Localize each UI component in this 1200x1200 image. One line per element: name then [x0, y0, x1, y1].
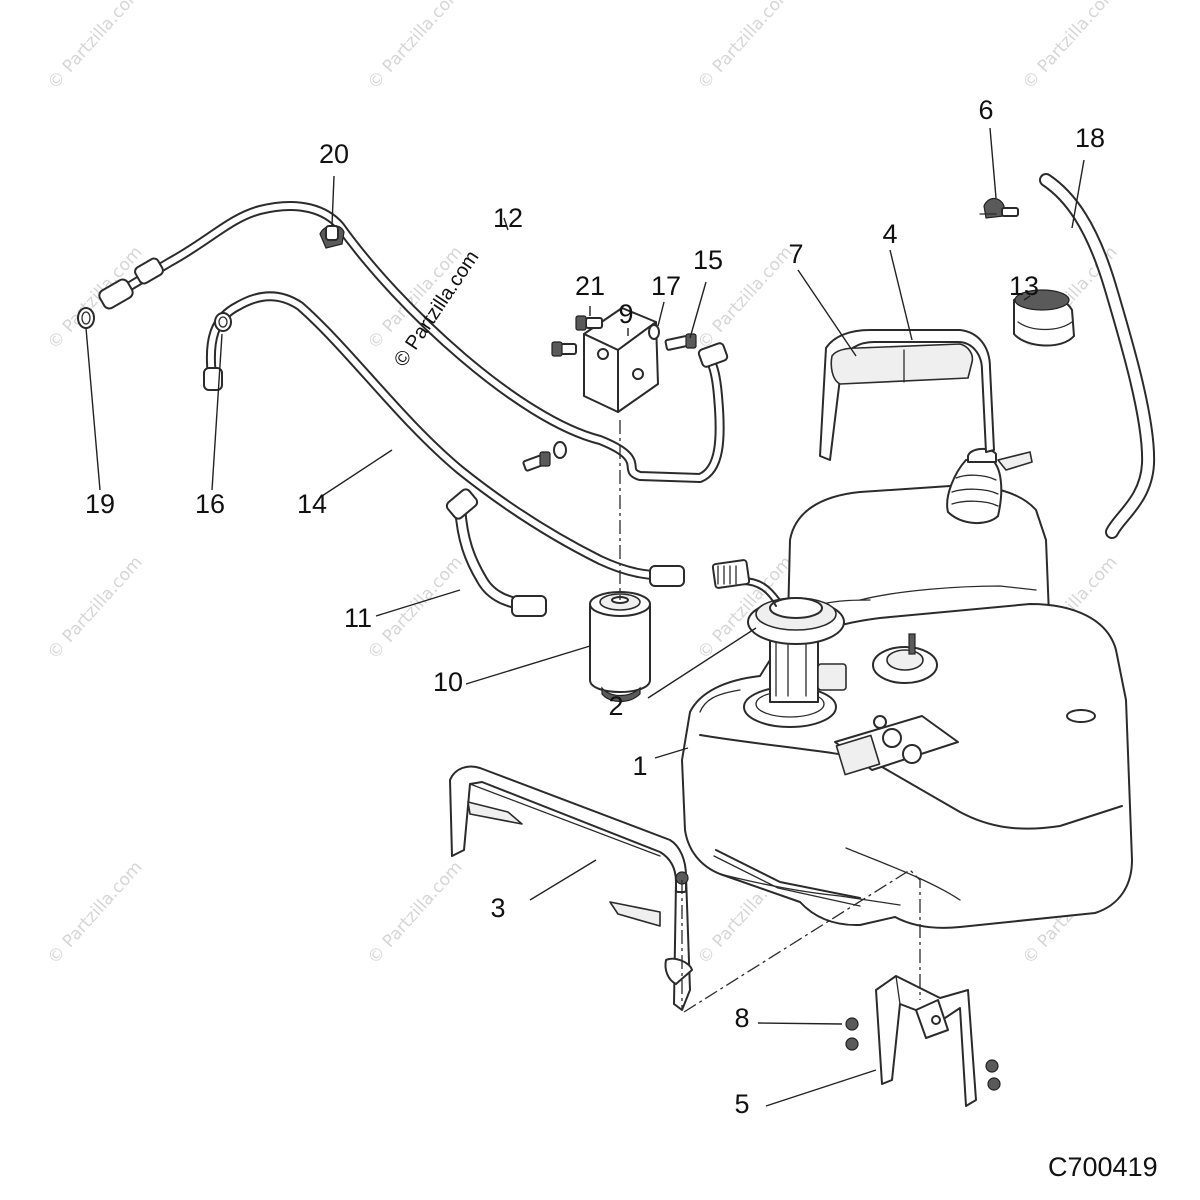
callout-12: 12 — [493, 203, 523, 233]
watermark-text: © Partzilla.com — [44, 857, 147, 968]
callout-2: 2 — [608, 691, 623, 721]
callout-9: 9 — [618, 299, 633, 329]
tank-strap-front[interactable] — [449, 765, 693, 1011]
clamp-20[interactable] — [319, 224, 345, 249]
strap-pad[interactable] — [830, 343, 974, 385]
watermark-text: © Partzilla.com — [44, 552, 147, 663]
fuel-cap[interactable] — [1013, 289, 1075, 347]
callout-21: 21 — [575, 271, 605, 301]
callout-3: 3 — [490, 893, 505, 923]
callout-1: 1 — [632, 751, 647, 781]
callout-6: 6 — [978, 95, 993, 125]
callout-16: 16 — [195, 489, 225, 519]
fuel-filter[interactable] — [589, 591, 651, 703]
watermark-text: © Partzilla.com — [364, 857, 467, 968]
watermark-text: © Partzilla.com — [364, 552, 467, 663]
callout-4: 4 — [882, 219, 897, 249]
callout-20: 20 — [319, 139, 349, 169]
callout-labels: 1 2 3 4 5 6 7 8 9 10 11 12 13 14 15 16 1… — [85, 95, 1105, 1119]
fuel-line-lower[interactable] — [203, 291, 685, 587]
callout-18: 18 — [1075, 123, 1105, 153]
callout-15: 15 — [693, 245, 723, 275]
callout-10: 10 — [433, 667, 463, 697]
mounting-bracket[interactable] — [875, 975, 977, 1107]
callout-leader-lines — [85, 127, 1085, 1107]
bolt-8[interactable] — [675, 871, 1001, 1091]
clamp-16[interactable] — [214, 312, 232, 332]
fuel-tank[interactable] — [681, 448, 1133, 929]
assembly-guide-lines — [619, 420, 921, 1013]
callout-19: 19 — [85, 489, 115, 519]
fuel-pump[interactable] — [711, 559, 847, 728]
vent-hose[interactable] — [1039, 173, 1156, 539]
watermark-text: © Partzilla.com — [44, 242, 147, 353]
bolt-15[interactable] — [664, 333, 697, 351]
vent-valve[interactable] — [979, 197, 1019, 219]
washer-17[interactable] — [553, 324, 660, 459]
callout-14: 14 — [297, 489, 327, 519]
filter-bracket[interactable] — [583, 307, 659, 413]
callout-17: 17 — [651, 271, 681, 301]
watermark-text: © Partzilla.com — [44, 0, 147, 93]
figure-code: C700419 — [1048, 1152, 1158, 1182]
callout-13: 13 — [1009, 271, 1039, 301]
bolt-21[interactable] — [522, 315, 603, 472]
fuel-line-upper[interactable] — [97, 201, 729, 483]
callout-11: 11 — [344, 603, 372, 633]
watermark-text: © Partzilla.com — [364, 0, 467, 93]
callout-8: 8 — [734, 1003, 749, 1033]
watermark-text: © Partzilla.com — [1019, 0, 1122, 93]
filter-line[interactable] — [445, 487, 547, 617]
watermark-text: © Partzilla.com — [694, 0, 797, 93]
callout-7: 7 — [788, 239, 803, 269]
callout-5: 5 — [734, 1089, 749, 1119]
clamp-19[interactable] — [77, 307, 95, 329]
